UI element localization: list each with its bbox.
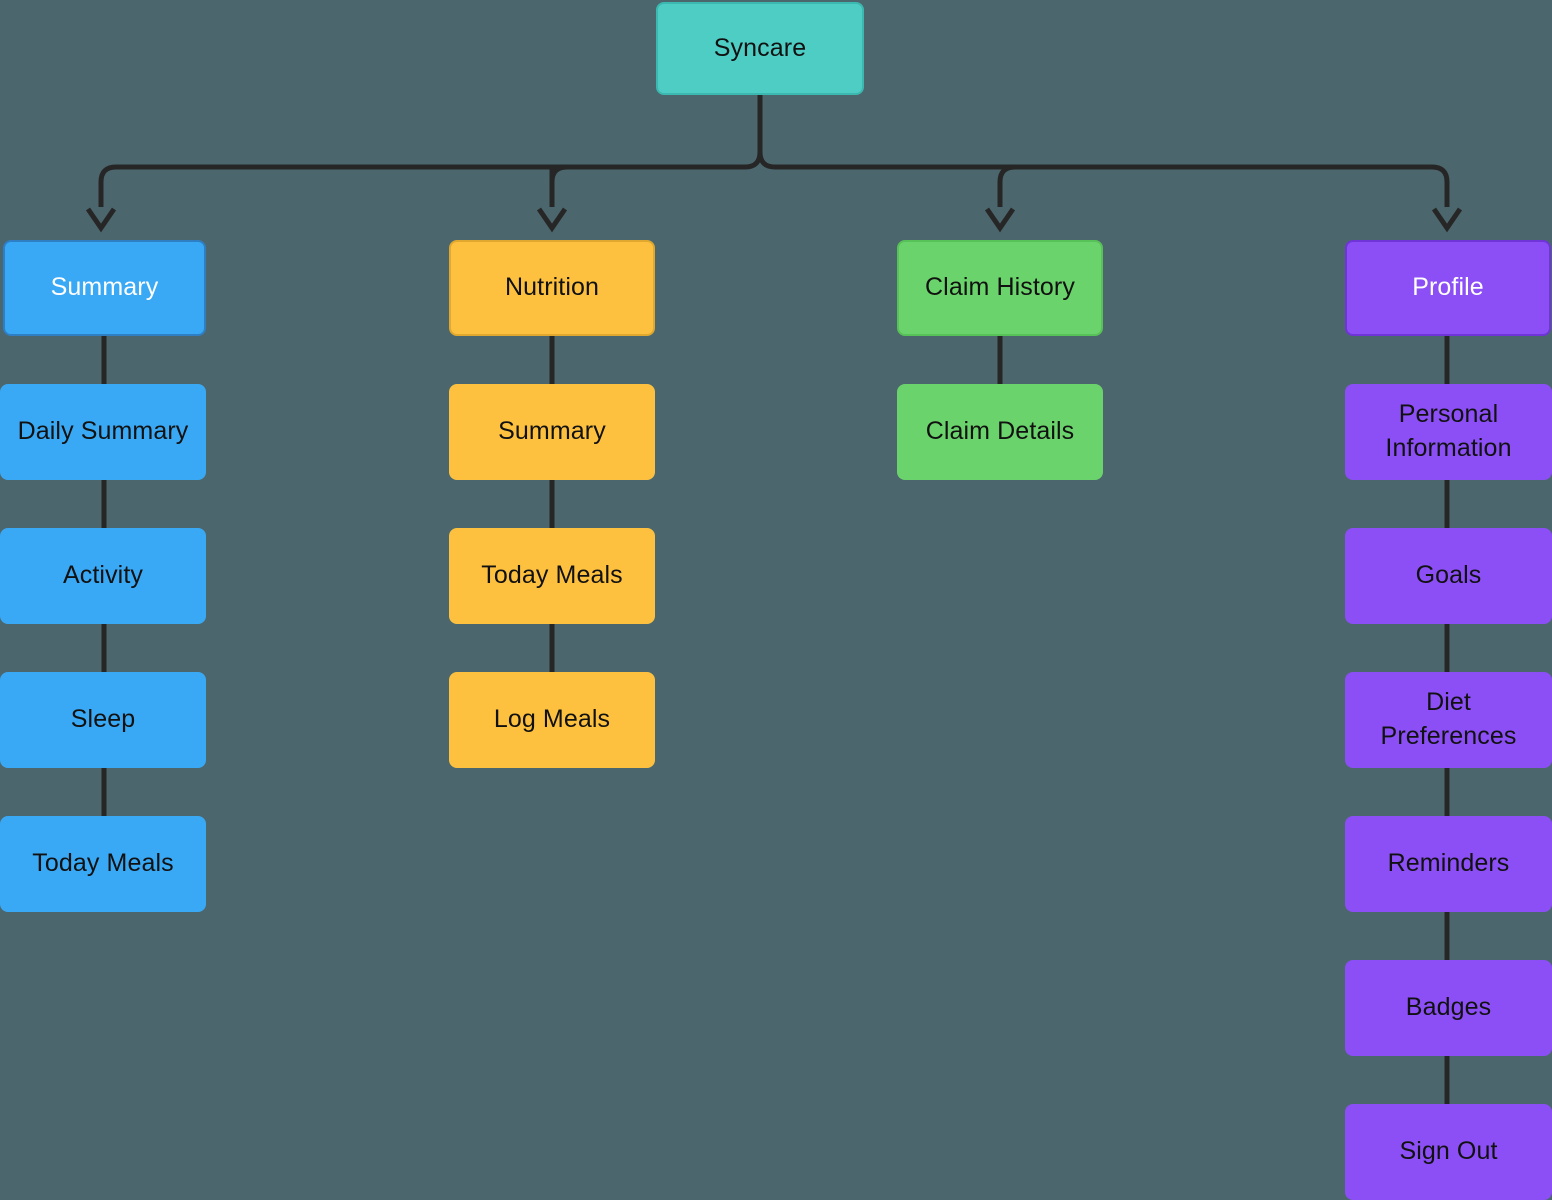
node-label: Daily Summary (17, 417, 189, 446)
node-nutrition-header[interactable]: Nutrition (449, 240, 655, 336)
node-label: Profile (1412, 273, 1484, 302)
node-label: Claim History (925, 273, 1075, 302)
node-nutrition-today-meals[interactable]: Today Meals (449, 528, 655, 624)
node-label: Goals (1415, 561, 1482, 590)
node-summary-sleep[interactable]: Sleep (0, 672, 206, 768)
node-label: Log Meals (493, 705, 611, 734)
node-profile-personal-information[interactable]: Personal Information (1345, 384, 1552, 480)
node-label: Claim Details (925, 417, 1075, 446)
edge-root-split-left (98, 151, 763, 207)
node-claim-history-header[interactable]: Claim History (897, 240, 1103, 336)
edge-bus-nutrition-corner (549, 164, 568, 207)
edge-bus-claim-corner (997, 164, 1016, 207)
node-label: Sign Out (1399, 1137, 1498, 1166)
node-nutrition-summary[interactable]: Summary (449, 384, 655, 480)
arrowhead-summary (85, 207, 117, 233)
node-label: Diet Preferences (1380, 688, 1517, 750)
node-profile-header[interactable]: Profile (1345, 240, 1551, 336)
node-label: Personal Information (1385, 400, 1512, 462)
node-profile-reminders[interactable]: Reminders (1345, 816, 1552, 912)
node-profile-sign-out[interactable]: Sign Out (1345, 1104, 1552, 1200)
arrowhead-claim (984, 207, 1016, 233)
node-summary-daily-summary[interactable]: Daily Summary (0, 384, 206, 480)
node-label: Summary (498, 417, 606, 446)
node-label: Summary (50, 273, 159, 302)
node-label: Syncare (713, 33, 807, 62)
node-profile-diet-preferences[interactable]: Diet Preferences (1345, 672, 1552, 768)
node-label: Sleep (70, 705, 136, 734)
node-label: Reminders (1387, 849, 1510, 878)
node-summary-today-meals[interactable]: Today Meals (0, 816, 206, 912)
arrowhead-profile (1431, 207, 1463, 233)
node-label: Badges (1405, 993, 1492, 1022)
node-label: Today Meals (32, 849, 174, 878)
node-profile-badges[interactable]: Badges (1345, 960, 1552, 1056)
node-root-syncare[interactable]: Syncare (656, 2, 864, 95)
node-summary-header[interactable]: Summary (3, 240, 206, 336)
node-label: Today Meals (481, 561, 623, 590)
node-label: Nutrition (505, 273, 599, 302)
node-label: Activity (63, 561, 143, 590)
node-summary-activity[interactable]: Activity (0, 528, 206, 624)
node-claim-details[interactable]: Claim Details (897, 384, 1103, 480)
arrowhead-nutrition (536, 207, 568, 233)
node-profile-goals[interactable]: Goals (1345, 528, 1552, 624)
node-nutrition-log-meals[interactable]: Log Meals (449, 672, 655, 768)
edge-root-split-right (757, 151, 1450, 207)
